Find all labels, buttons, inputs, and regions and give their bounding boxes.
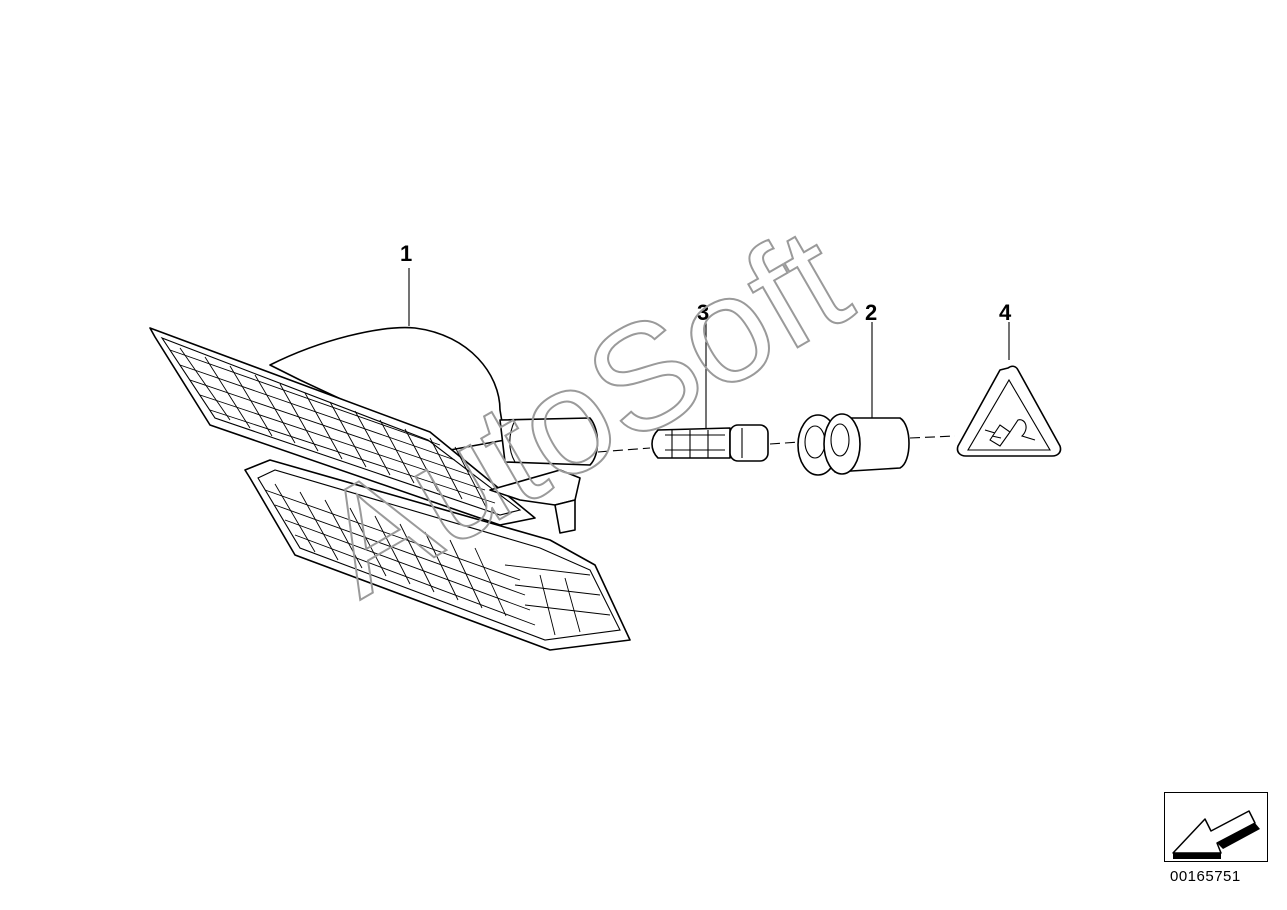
callout-2: 2 xyxy=(865,300,877,325)
nav-back-button[interactable] xyxy=(1164,792,1268,862)
warning-symbol-icon xyxy=(956,365,1062,457)
indicator-lamp-housing xyxy=(149,326,631,651)
bulb-socket xyxy=(797,413,910,476)
callout-4: 4 xyxy=(999,300,1012,325)
diagram-number: 00165751 xyxy=(1170,868,1241,885)
leader-lines xyxy=(408,268,1010,428)
callout-3: 3 xyxy=(697,300,709,325)
callout-1: 1 xyxy=(400,241,412,266)
bulb xyxy=(651,424,769,462)
arrow-back-icon xyxy=(1172,810,1260,859)
